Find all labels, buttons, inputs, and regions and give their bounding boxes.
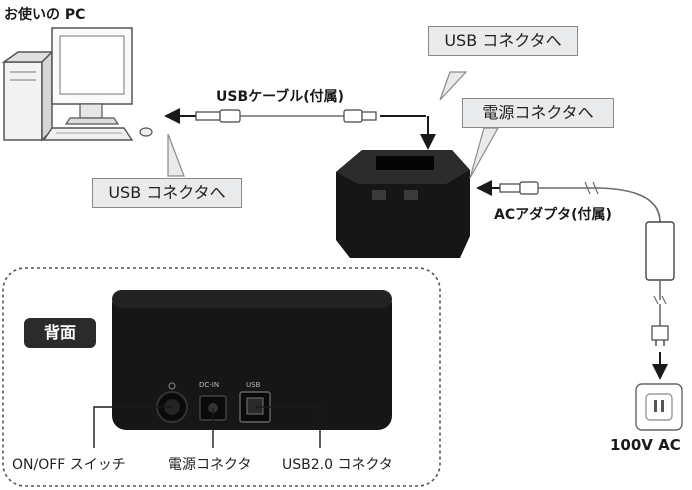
- power-connector-callout-top: 電源コネクタへ: [462, 98, 614, 128]
- outlet-label: 100V AC: [610, 436, 681, 454]
- power-connector-label: 電源コネクタ: [168, 457, 252, 473]
- usb-cable-label: USBケーブル(付属): [216, 89, 345, 105]
- usb-connector-callout-top: USB コネクタへ: [428, 26, 578, 56]
- pc-label: お使いの PC: [4, 7, 86, 23]
- monitor-icon: [51, 27, 133, 125]
- usb-cable: [164, 108, 436, 150]
- wall-outlet-icon: [635, 383, 683, 431]
- ac-adapter-cable: [476, 180, 661, 223]
- pc-tower-icon: [1, 50, 54, 142]
- keyboard-icon: [42, 127, 153, 141]
- rear-usb-text: USB: [246, 381, 261, 389]
- usb-connector-callout-left: USB コネクタへ: [92, 178, 242, 208]
- rear-dcin-text: DC-IN: [199, 381, 220, 389]
- usb2-connector-label: USB2.0 コネクタ: [282, 457, 393, 473]
- rear-badge: 背面: [24, 318, 96, 348]
- docking-station-icon: [336, 150, 470, 258]
- onoff-switch-label: ON/OFF スイッチ: [12, 457, 126, 473]
- rear-view-device: [112, 290, 392, 430]
- ac-adapter-label: ACアダプタ(付属): [494, 207, 612, 223]
- ac-adapter-icon: [645, 221, 675, 380]
